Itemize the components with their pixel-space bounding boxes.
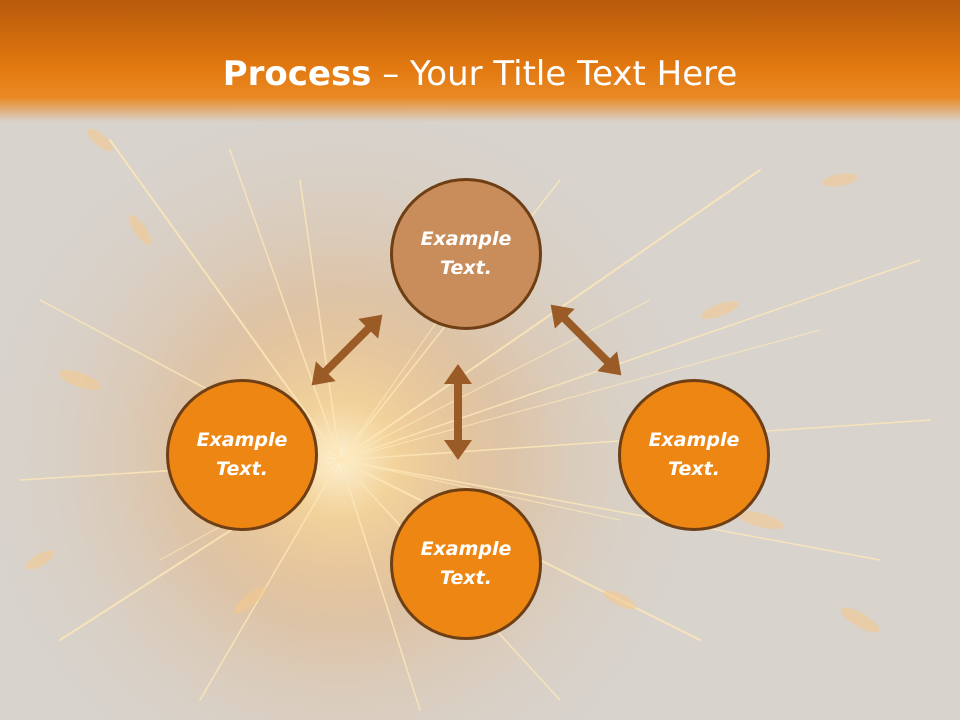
- double-arrow-vertical: [444, 364, 472, 460]
- node-left: Example Text.: [166, 379, 318, 531]
- node-left-line1: Example: [196, 429, 288, 451]
- node-bottom-line2: Text.: [440, 567, 492, 589]
- double-arrow-right: [550, 304, 622, 376]
- title-bar: [0, 0, 960, 122]
- node-right-line2: Text.: [668, 458, 720, 480]
- node-right-line1: Example: [648, 429, 740, 451]
- node-bottom-line1: Example: [420, 538, 512, 560]
- node-bottom: Example Text.: [390, 488, 542, 640]
- title-rest: – Your Title Text Here: [371, 54, 738, 94]
- node-right: Example Text.: [618, 379, 770, 531]
- node-top-line2: Text.: [440, 257, 492, 279]
- double-arrow-left: [311, 314, 383, 386]
- node-left-line2: Text.: [216, 458, 268, 480]
- title-bold: Process: [222, 54, 372, 94]
- node-top: Example Text.: [390, 178, 542, 330]
- slide-title: Process – Your Title Text Here: [0, 52, 960, 96]
- node-top-line1: Example: [420, 228, 512, 250]
